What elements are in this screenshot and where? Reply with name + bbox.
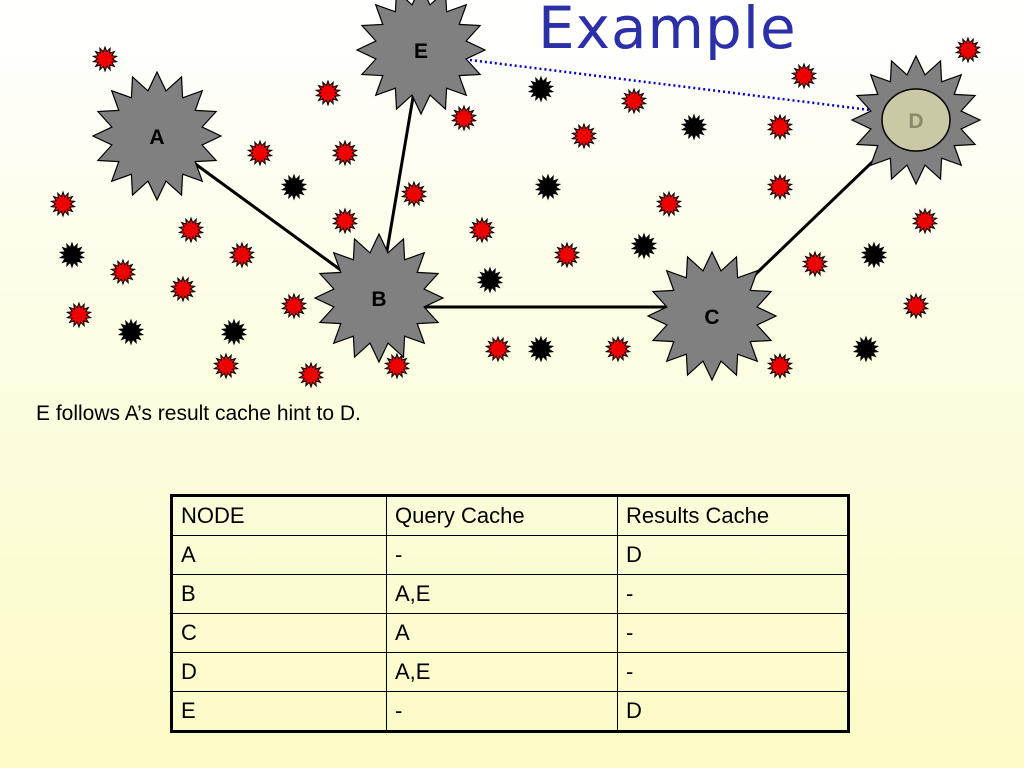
red-peer-dot [65, 301, 93, 329]
node-label: A [149, 126, 164, 149]
caption: E follows A’s result cache hint to D. [36, 402, 361, 425]
node-d: D [850, 54, 982, 186]
red-peer-dot [801, 250, 829, 278]
black-peer-dot [117, 318, 145, 346]
red-peer-dot [790, 62, 818, 90]
network-diagram: A B C D E [49, 0, 982, 389]
cell-results-cache: - [617, 574, 849, 614]
red-peer-dot [331, 207, 359, 235]
black-peer-dot [534, 173, 562, 201]
red-peer-dot [620, 87, 648, 115]
red-peer-dot [954, 36, 982, 64]
red-peer-dot [766, 352, 794, 380]
column-header-query-cache: Query Cache [386, 495, 618, 536]
black-peer-dot [527, 75, 555, 103]
red-peer-dot [484, 335, 512, 363]
red-peer-dot [280, 292, 308, 320]
table-row: D A,E - [171, 652, 849, 692]
cell-query-cache: - [386, 691, 618, 732]
black-peer-dot [220, 318, 248, 346]
node-label: D [908, 110, 923, 133]
node-a: A [91, 70, 223, 202]
table-row: B A,E - [171, 574, 849, 614]
cell-node: A [171, 535, 387, 575]
cell-node: E [171, 691, 387, 732]
node-burst [91, 70, 223, 202]
column-header-results-cache: Results Cache [617, 495, 849, 536]
black-peer-dot [527, 335, 555, 363]
red-peer-dot [902, 292, 930, 320]
red-peer-dot [91, 45, 119, 73]
red-peer-dot [212, 352, 240, 380]
node-b: B [313, 232, 445, 364]
cell-node: C [171, 613, 387, 653]
red-peer-dot [49, 190, 77, 218]
red-peer-dot [655, 190, 683, 218]
black-peer-dot [852, 335, 880, 363]
black-peer-dot [860, 241, 888, 269]
red-peer-dot [331, 139, 359, 167]
black-peer-dot [280, 173, 308, 201]
red-peer-dot [570, 122, 598, 150]
red-peer-dot [766, 113, 794, 141]
red-peer-dot [169, 275, 197, 303]
black-peer-dot [476, 266, 504, 294]
node-e: E [355, 0, 487, 116]
red-peer-dot [468, 216, 496, 244]
node-d-inner-circle [881, 88, 951, 152]
slide-title: Example [538, 0, 797, 62]
peer-dots [49, 36, 982, 389]
column-header-node: NODE [171, 495, 387, 536]
nodes: A B C D E [91, 0, 982, 382]
table-row: A - D [171, 535, 849, 575]
red-peer-dot [246, 139, 274, 167]
red-peer-dot [383, 352, 411, 380]
cell-query-cache: - [386, 535, 618, 575]
table-header-row: NODE Query Cache Results Cache [171, 495, 849, 536]
black-peer-dot [680, 113, 708, 141]
cell-results-cache: D [617, 691, 849, 732]
cell-results-cache: D [617, 535, 849, 575]
red-peer-dot [314, 79, 342, 107]
red-peer-dot [297, 361, 325, 389]
cell-query-cache: A,E [386, 574, 618, 614]
hint-link-e-d [469, 58, 871, 112]
node-label: B [371, 288, 386, 311]
node-label: C [704, 306, 719, 329]
table-row: C A - [171, 613, 849, 653]
black-peer-dot [58, 241, 86, 269]
red-peer-dot [450, 104, 478, 132]
cell-query-cache: A [386, 613, 618, 653]
red-peer-dot [604, 335, 632, 363]
table-row: E - D [171, 691, 849, 732]
red-peer-dot [109, 258, 137, 286]
red-peer-dot [911, 207, 939, 235]
node-burst [313, 232, 445, 364]
black-peer-dot [630, 232, 658, 260]
node-label: E [414, 40, 428, 63]
cell-node: B [171, 574, 387, 614]
red-peer-dot [766, 173, 794, 201]
red-peer-dot [228, 241, 256, 269]
red-peer-dot [177, 216, 205, 244]
cache-table: NODE Query Cache Results Cache A - D B A… [170, 494, 850, 733]
node-burst [646, 250, 778, 382]
cell-query-cache: A,E [386, 652, 618, 692]
cell-node: D [171, 652, 387, 692]
node-c: C [646, 250, 778, 382]
red-peer-dot [553, 241, 581, 269]
cell-results-cache: - [617, 652, 849, 692]
red-peer-dot [400, 180, 428, 208]
cell-results-cache: - [617, 613, 849, 653]
node-burst [355, 0, 487, 116]
